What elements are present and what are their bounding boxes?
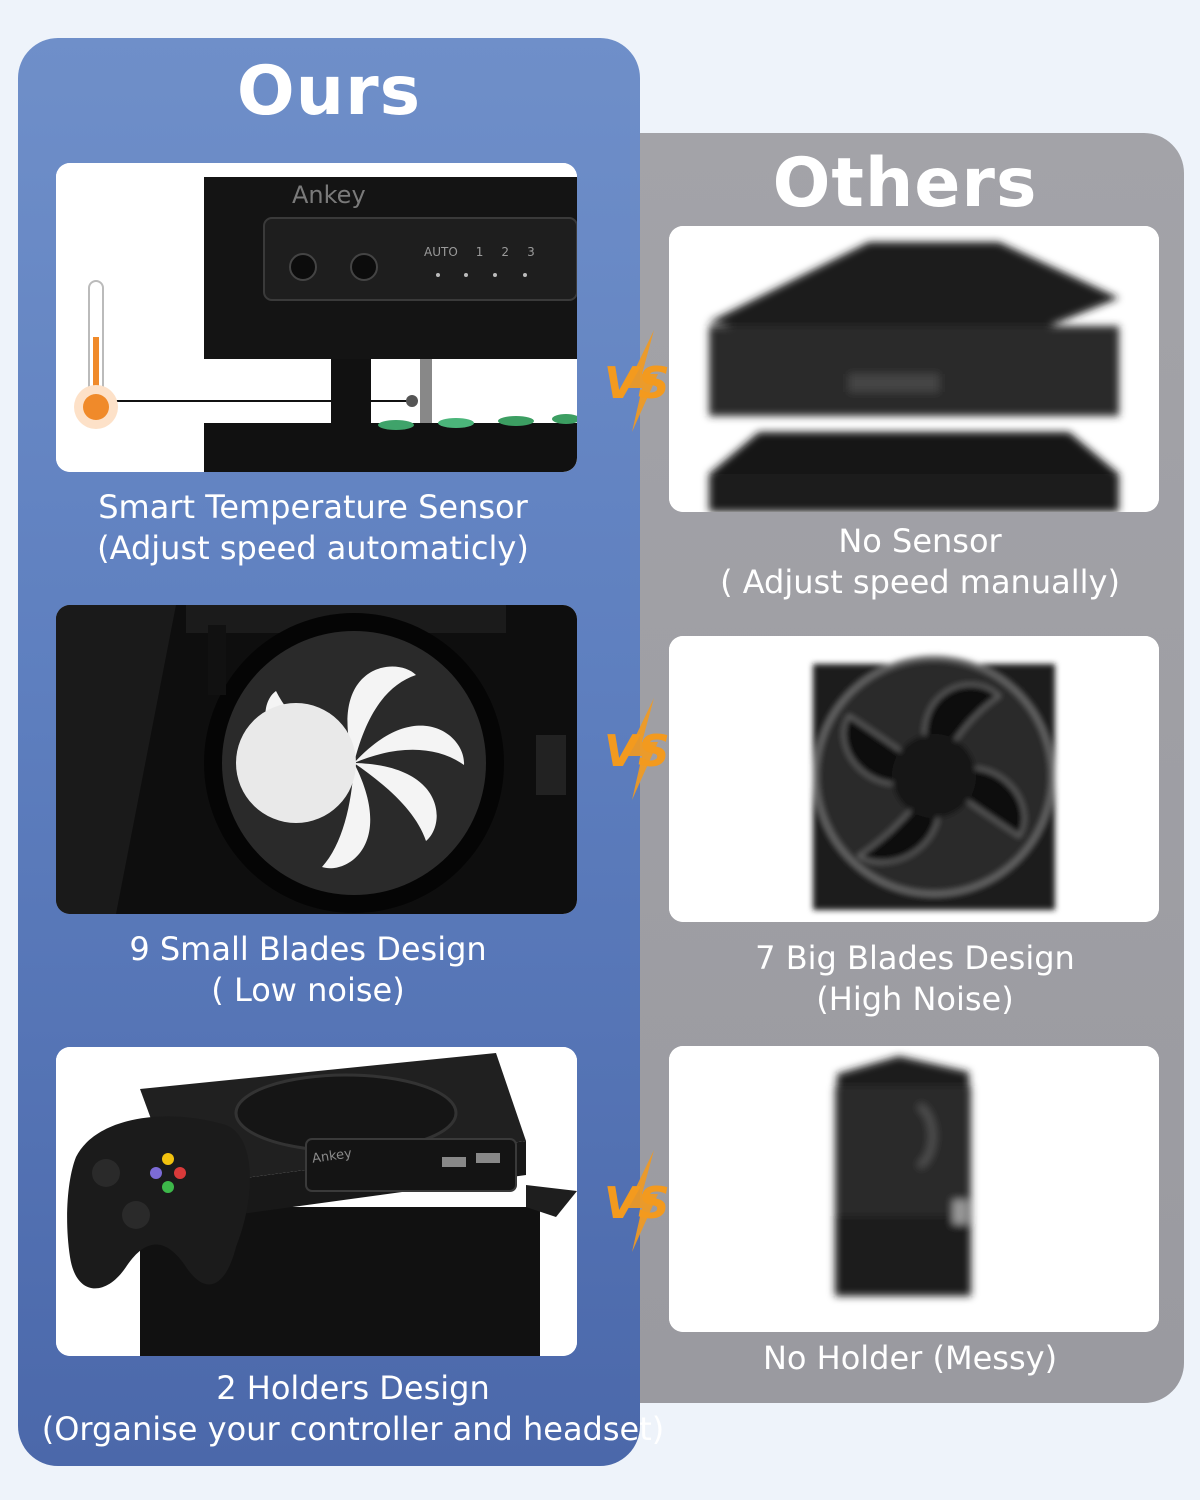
others-holder-image xyxy=(669,1046,1159,1332)
vs-text-2: VS xyxy=(604,726,670,777)
ours-caption-1-line2: (Adjust speed automaticly) xyxy=(97,529,529,567)
ours-holders-image: Ankey xyxy=(56,1047,577,1356)
ours-caption-1-line1: Smart Temperature Sensor xyxy=(98,488,528,526)
ours-caption-3-line1: 2 Holders Design xyxy=(216,1369,490,1407)
ours-sensor-image: Ankey AUTO 1 2 3 xyxy=(56,163,577,472)
vs-badge-3: VS xyxy=(602,1146,678,1256)
others-blades-image xyxy=(669,636,1159,922)
vs-badge-2: VS xyxy=(602,694,678,804)
ours-caption-2-line2: ( Low noise) xyxy=(211,971,405,1009)
vs-text-1: VS xyxy=(604,358,670,409)
speed-label-2: 2 xyxy=(501,245,510,259)
ours-blades-image xyxy=(56,605,577,914)
vs-badge-1: VS xyxy=(602,326,678,436)
speed-label-3: 3 xyxy=(527,245,535,259)
ours-caption-2: 9 Small Blades Design ( Low noise) xyxy=(18,929,598,1011)
speed-label-auto: AUTO xyxy=(424,245,458,259)
others-caption-2: 7 Big Blades Design (High Noise) xyxy=(640,938,1190,1020)
ours-caption-1: Smart Temperature Sensor (Adjust speed a… xyxy=(18,487,608,569)
others-caption-3: No Holder (Messy) xyxy=(640,1338,1180,1379)
speed-label-1: 1 xyxy=(475,245,484,259)
vs-text-3: VS xyxy=(604,1178,670,1229)
others-title: Others xyxy=(772,144,1038,223)
others-caption-1-line2: ( Adjust speed manually) xyxy=(720,563,1120,601)
speed-labels: AUTO 1 2 3 xyxy=(424,245,535,259)
ours-caption-2-line1: 9 Small Blades Design xyxy=(129,930,487,968)
brand-label: Ankey xyxy=(292,181,366,209)
ours-title: Ours xyxy=(236,52,422,131)
others-caption-1-line1: No Sensor xyxy=(838,522,1002,560)
others-caption-1: No Sensor ( Adjust speed manually) xyxy=(640,521,1200,603)
others-caption-2-line2: (High Noise) xyxy=(816,980,1014,1018)
others-sensor-image xyxy=(669,226,1159,512)
ours-caption-3-line2: (Organise your controller and headset) xyxy=(41,1410,665,1448)
others-caption-2-line1: 7 Big Blades Design xyxy=(755,939,1075,977)
ours-caption-3: 2 Holders Design (Organise your controll… xyxy=(18,1368,688,1450)
others-caption-3-line1: No Holder (Messy) xyxy=(762,1339,1058,1377)
